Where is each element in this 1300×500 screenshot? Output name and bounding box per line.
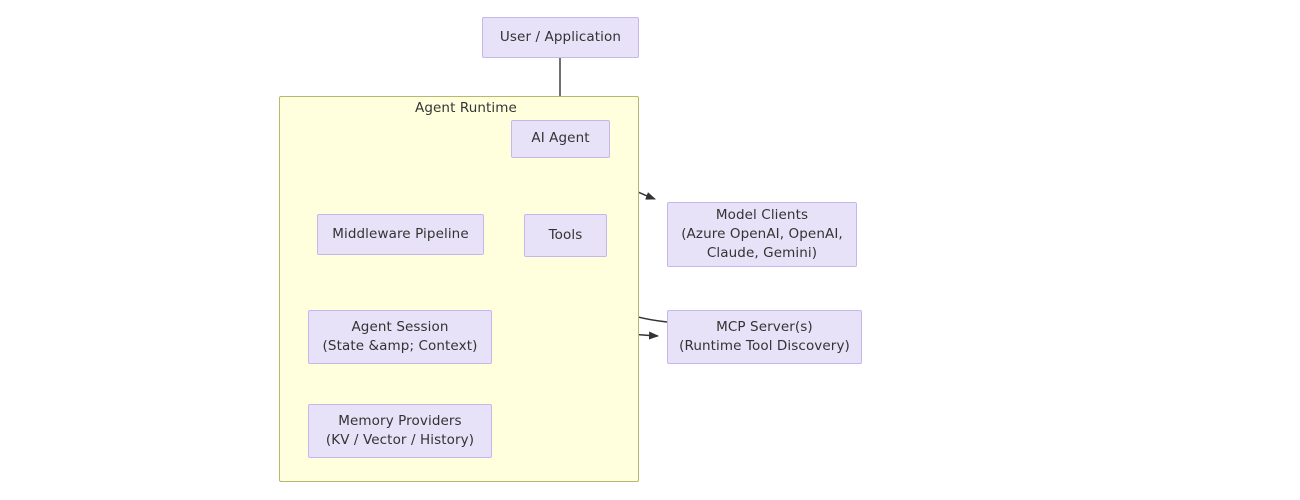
node-agent-session[interactable]: Agent Session (State &amp; Context) — [308, 310, 492, 364]
node-mcp-server[interactable]: MCP Server(s) (Runtime Tool Discovery) — [667, 310, 862, 364]
node-tools[interactable]: Tools — [524, 214, 607, 257]
subgraph-agent-runtime-label: Agent Runtime — [415, 100, 517, 116]
node-middleware-pipeline[interactable]: Middleware Pipeline — [317, 214, 484, 255]
node-memory-providers[interactable]: Memory Providers (KV / Vector / History) — [308, 404, 492, 458]
node-model-clients[interactable]: Model Clients (Azure OpenAI, OpenAI, Cla… — [667, 202, 857, 267]
node-ai-agent[interactable]: AI Agent — [511, 120, 610, 158]
node-user-application[interactable]: User / Application — [482, 17, 639, 58]
